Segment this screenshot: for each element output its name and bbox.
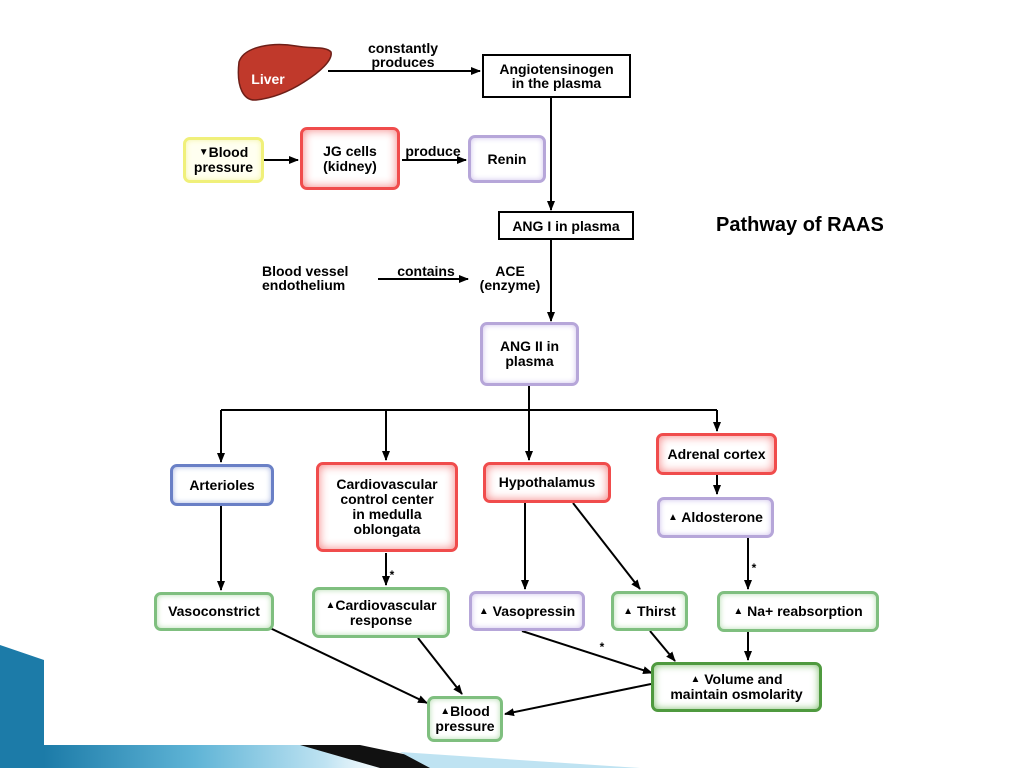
up-arrow-icon: ▲ [478,605,489,617]
up-arrow-icon: ▲ [440,706,451,717]
up-arrow-icon: ▲ [733,606,744,617]
blood-vessel-label: Blood vessel endothelium [262,263,349,293]
arrow-hypothalamus-thirst [572,502,641,590]
star-marker-vasopressin: * [599,640,605,654]
arrow-vasopressin-volume [521,630,653,675]
constantly-produces-label: constantly produces [367,40,438,70]
arrow-cvresponse-highbp [417,637,463,695]
produce-label: produce [405,143,461,159]
slide-title: Pathway of RAAS [716,214,884,236]
volume-text: Volume and maintain osmolarity [670,671,803,702]
vasopressin-box: ▲ Vasopressin [469,591,585,631]
high-bp-text: Blood pressure [435,703,495,734]
low-bp-text: Blood pressure [193,144,254,175]
up-arrow-icon: ▲ [690,674,701,685]
renin-box: Renin [468,135,546,183]
na-reabsorption-box: ▲ Na+ reabsorption [717,591,879,632]
angiotensinogen-box: Angiotensinogen in the plasma [482,54,631,98]
adrenal-cortex-box: Adrenal cortex [656,433,777,475]
cv-response-box: ▲Cardiovascular response [312,587,450,638]
arterioles-box: Arterioles [170,464,274,506]
cv-center-box: Cardiovascular control center in medulla… [316,462,458,552]
jg-cells-box: JG cells (kidney) [300,127,400,190]
liver-label: Liver [251,71,285,87]
thirst-box: ▲ Thirst [611,591,688,631]
contains-label: contains [397,263,455,279]
ang1-box: ANG I in plasma [498,211,634,240]
hypothalamus-box: Hypothalamus [483,462,611,503]
up-arrow-icon: ▲ [325,599,336,611]
volume-box: ▲ Volume and maintain osmolarity [651,662,822,712]
liver-icon [237,43,332,101]
star-marker-cv: * [389,568,395,582]
up-arrow-icon: ▲ [668,512,678,523]
cv-response-text: Cardiovascular response [335,596,437,628]
aldosterone-box: ▲ Aldosterone [657,497,774,538]
na-reabsorption-text: Na+ reabsorption [747,603,863,619]
arrow-volume-highbp [504,683,652,717]
star-marker-na: * [751,561,757,575]
vasoconstrict-box: Vasoconstrict [154,592,274,631]
vasopressin-text: Vasopressin [492,602,576,619]
arrow-thirst-volume [649,630,676,662]
arrow-vasoconstrict-highbp [269,627,428,704]
ang2-box: ANG II in plasma [480,322,579,386]
low-blood-pressure-box: ▼Blood pressure [183,137,264,183]
ace-label: ACE (enzyme) [479,263,541,293]
high-blood-pressure-box: ▲Blood pressure [427,696,503,742]
up-arrow-icon: ▲ [623,605,634,617]
thirst-text: Thirst [636,602,676,619]
aldosterone-text: Aldosterone [681,509,763,525]
down-arrow-icon: ▼ [198,147,209,158]
